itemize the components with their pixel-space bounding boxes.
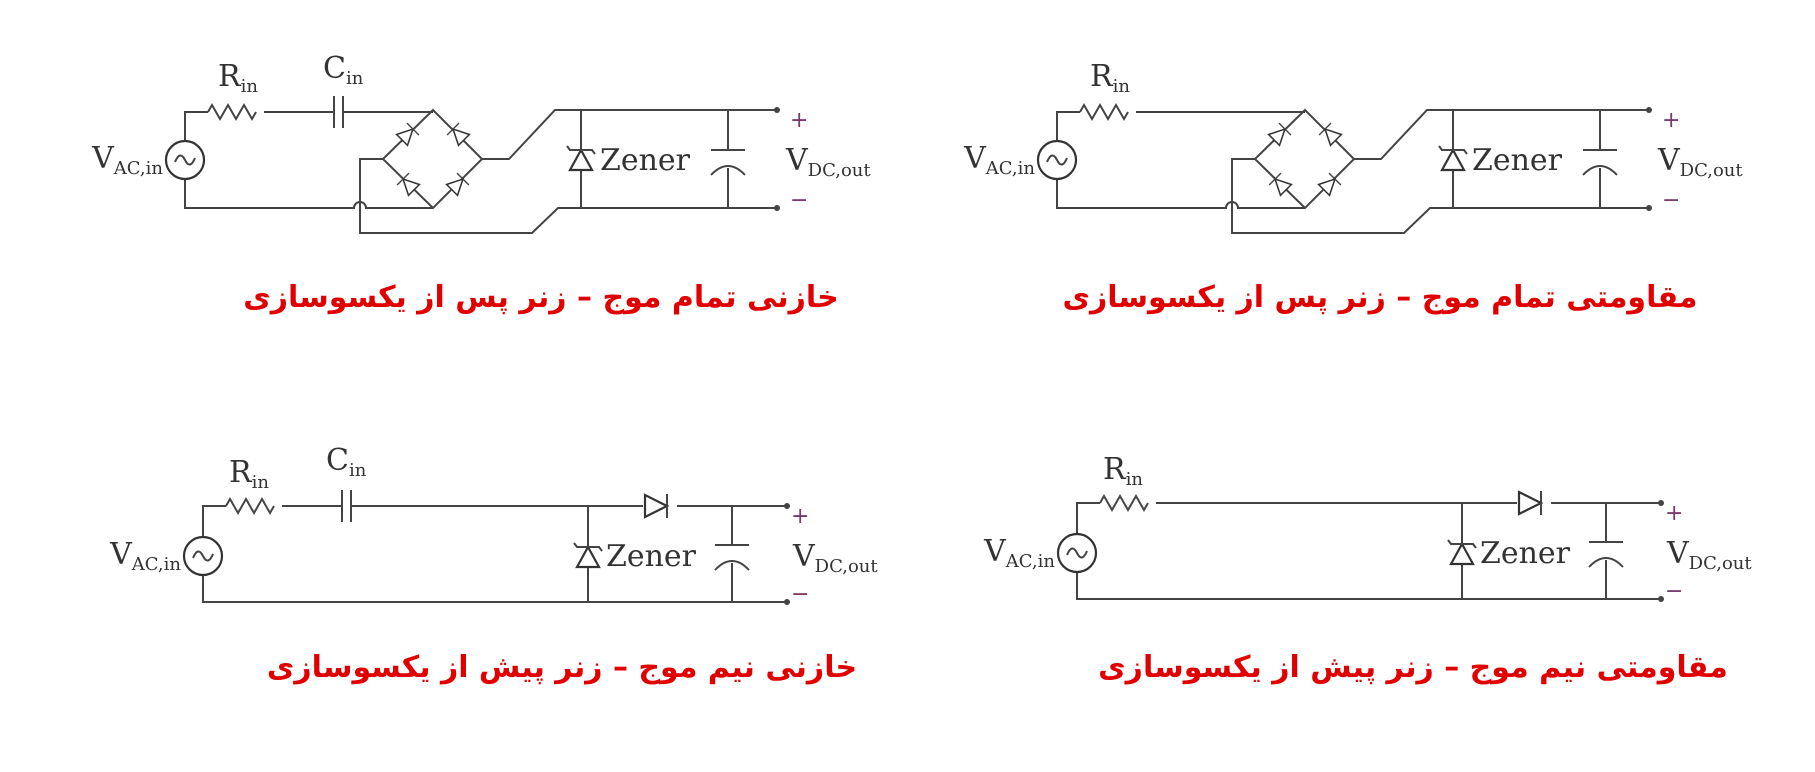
cin-label: Cin xyxy=(326,443,367,481)
rin-label: Rin xyxy=(1103,452,1143,490)
vdc-label: VDC,out xyxy=(1666,536,1752,574)
zener-diode-icon xyxy=(1446,538,1478,566)
minus-sign: − xyxy=(791,582,809,607)
diode-icon xyxy=(643,492,669,520)
terminal-positive xyxy=(1646,107,1652,113)
vac-label: VAC,in xyxy=(109,537,181,575)
caption-capacitive-full-wave: خازنی تمام موج – زنر پس از یکسوسازی xyxy=(243,280,839,315)
plus-sign: + xyxy=(1665,501,1683,526)
resistor-icon xyxy=(1099,495,1149,511)
terminal-negative xyxy=(774,205,780,211)
cin-label: Cin xyxy=(323,51,364,89)
minus-sign: − xyxy=(790,188,808,213)
vac-label: VAC,in xyxy=(91,141,163,179)
plus-sign: + xyxy=(790,108,808,133)
vac-label: VAC,in xyxy=(963,141,1035,179)
terminal-positive xyxy=(774,107,780,113)
zener-diode-icon xyxy=(565,144,597,172)
diode-icon xyxy=(1517,489,1543,517)
resistor-icon xyxy=(207,104,257,120)
resistor-icon xyxy=(225,498,275,514)
zener-diode-icon xyxy=(1437,144,1469,172)
plus-sign: + xyxy=(1662,108,1680,133)
zener-label: Zener xyxy=(606,539,697,574)
ac-source-icon xyxy=(1056,532,1098,574)
vac-label: VAC,in xyxy=(983,534,1055,572)
capacitor-icon xyxy=(341,490,352,522)
ac-source-icon xyxy=(164,139,206,181)
minus-sign: − xyxy=(1665,579,1683,604)
zener-label: Zener xyxy=(600,143,691,178)
circuit-capacitive-half-wave: Rin Cin VAC,in Zener + VDC,out − xyxy=(109,443,878,607)
ac-source-icon xyxy=(182,535,224,577)
bridge-rectifier-icon xyxy=(395,122,471,197)
terminal-negative xyxy=(784,599,790,605)
rin-label: Rin xyxy=(229,455,269,493)
capacitor-icon xyxy=(333,96,344,128)
circuit-resistive-full-wave: Rin VAC,in Zener + VDC,out − xyxy=(963,59,1743,234)
rin-label: Rin xyxy=(1090,59,1130,97)
zener-diode-icon xyxy=(572,541,604,569)
vdc-label: VDC,out xyxy=(785,143,871,181)
zener-label: Zener xyxy=(1472,143,1563,178)
terminal-negative xyxy=(1658,596,1664,602)
terminal-positive xyxy=(784,503,790,509)
caption-resistive-full-wave: مقاومتی تمام موج – زنر پس از یکسوسازی xyxy=(1062,280,1698,315)
terminal-positive xyxy=(1658,500,1664,506)
ac-source-icon xyxy=(1036,139,1078,181)
vdc-label: VDC,out xyxy=(1657,143,1743,181)
minus-sign: − xyxy=(1662,188,1680,213)
bridge-rectifier-icon xyxy=(1267,122,1343,197)
terminal-negative xyxy=(1646,205,1652,211)
resistor-icon xyxy=(1079,104,1129,120)
circuit-resistive-half-wave: Rin VAC,in Zener + VDC,out − xyxy=(983,452,1752,604)
rin-label: Rin xyxy=(218,59,258,97)
circuit-capacitive-full-wave: Rin Cin VAC,in Zener + VDC,out − xyxy=(91,51,871,234)
caption-capacitive-half-wave: خازنی نیم موج – زنر پیش از یکسوسازی xyxy=(266,650,858,685)
plus-sign: + xyxy=(791,504,809,529)
vdc-label: VDC,out xyxy=(792,539,878,577)
zener-label: Zener xyxy=(1480,536,1571,571)
caption-resistive-half-wave: مقاومتی نیم موج – زنر پیش از یکسوسازی xyxy=(1098,650,1728,685)
